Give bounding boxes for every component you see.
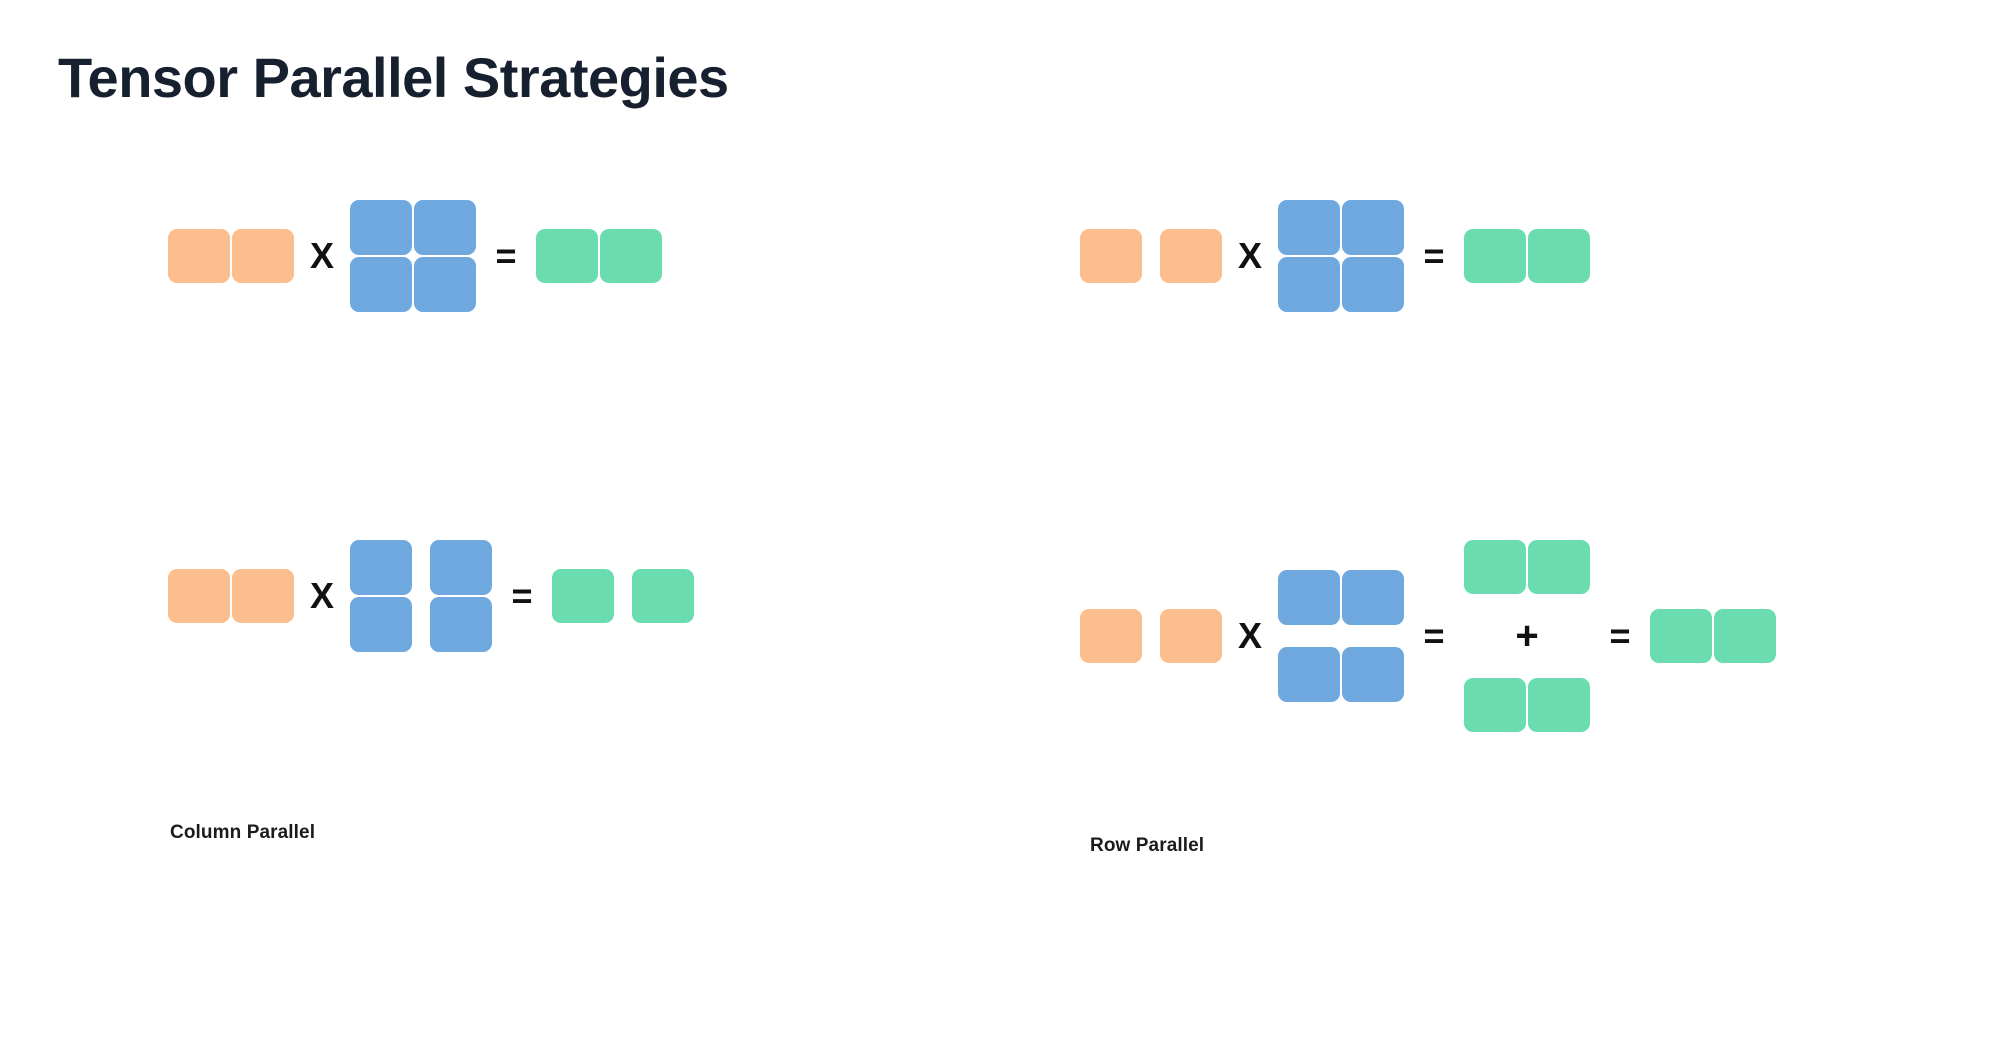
matrix-cell-blue xyxy=(414,200,476,255)
matrix-cell-green xyxy=(1464,678,1526,732)
matrix-cell-green xyxy=(1528,678,1590,732)
weight-matrix-column-sharded xyxy=(350,540,492,652)
matrix-cell-blue xyxy=(1278,200,1340,255)
output-activations-column-sharded xyxy=(552,569,694,623)
equation-row-parallel-sharded: X = xyxy=(1080,540,1776,732)
input-activations-matrix xyxy=(168,569,294,623)
matrix-row xyxy=(168,229,294,283)
matrix-row xyxy=(1464,540,1590,594)
matrix-row xyxy=(350,597,492,652)
matrix-cell-green xyxy=(1650,609,1712,663)
matrix-cell-blue xyxy=(430,540,492,595)
matrix-cell-orange xyxy=(168,229,230,283)
matrix-cell-green xyxy=(536,229,598,283)
equals-operator: = xyxy=(1423,615,1445,656)
matrix-cell-blue xyxy=(1278,647,1340,702)
weight-matrix-row-sharded xyxy=(1278,570,1404,702)
equals-operator: = xyxy=(1423,235,1445,276)
multiply-operator: X xyxy=(309,235,334,276)
matrix-row xyxy=(1278,257,1404,312)
matrix-cell-orange xyxy=(1160,229,1222,283)
equals-operator: = xyxy=(495,235,517,276)
matrix-cell-orange xyxy=(1080,609,1142,663)
page-title: Tensor Parallel Strategies xyxy=(58,46,729,109)
matrix-cell-blue xyxy=(1342,647,1404,702)
matrix-row xyxy=(1080,229,1222,283)
reduced-output-activations xyxy=(1650,609,1776,663)
matrix-cell-green xyxy=(552,569,614,623)
equation-row-parallel-reference: X = xyxy=(1080,200,1590,312)
matrix-cell-blue xyxy=(350,597,412,652)
output-activations-matrix xyxy=(536,229,662,283)
matrix-cell-blue xyxy=(1342,200,1404,255)
equals-operator: = xyxy=(1609,615,1631,656)
matrix-cell-blue xyxy=(1278,257,1340,312)
weight-matrix xyxy=(350,200,476,312)
matrix-cell-green xyxy=(1528,229,1590,283)
partial-output-rank1 xyxy=(1464,678,1590,732)
matrix-row xyxy=(1464,229,1590,283)
matrix-cell-green xyxy=(1528,540,1590,594)
matrix-cell-blue xyxy=(1278,570,1340,625)
matrix-cell-green xyxy=(1714,609,1776,663)
matrix-cell-green xyxy=(600,229,662,283)
multiply-operator: X xyxy=(1237,235,1262,276)
matrix-row xyxy=(350,257,476,312)
input-activations-matrix xyxy=(168,229,294,283)
matrix-cell-blue xyxy=(350,200,412,255)
matrix-cell-blue xyxy=(1342,257,1404,312)
matrix-row xyxy=(350,540,492,595)
matrix-cell-orange xyxy=(232,569,294,623)
weight-matrix xyxy=(1278,200,1404,312)
output-activations-matrix xyxy=(1464,229,1590,283)
matrix-cell-orange xyxy=(1080,229,1142,283)
matrix-cell-blue xyxy=(1342,570,1404,625)
matrix-row xyxy=(552,569,694,623)
matrix-row xyxy=(168,569,294,623)
matrix-cell-blue xyxy=(350,257,412,312)
matrix-cell-blue xyxy=(350,540,412,595)
matrix-cell-orange xyxy=(1160,609,1222,663)
matrix-cell-orange xyxy=(232,229,294,283)
matrix-row xyxy=(1278,200,1404,255)
matrix-row xyxy=(1464,678,1590,732)
caption-row-parallel: Row Parallel xyxy=(1090,835,1205,856)
partial-output-rank0 xyxy=(1464,540,1590,594)
matrix-row xyxy=(350,200,476,255)
equation-column-parallel-reference: X = xyxy=(168,200,662,312)
plus-operator: + xyxy=(1515,614,1539,658)
matrix-row xyxy=(1650,609,1776,663)
matrix-row xyxy=(536,229,662,283)
matrix-row xyxy=(1278,570,1404,625)
matrix-row xyxy=(1278,647,1404,702)
input-activations-column-sharded xyxy=(1080,229,1222,283)
matrix-cell-green xyxy=(1464,229,1526,283)
multiply-operator: X xyxy=(1237,615,1262,656)
matrix-cell-green xyxy=(632,569,694,623)
matrix-cell-orange xyxy=(168,569,230,623)
input-activations-column-sharded xyxy=(1080,609,1222,663)
partial-outputs-group: + xyxy=(1464,540,1590,732)
matrix-cell-green xyxy=(1464,540,1526,594)
multiply-operator: X xyxy=(309,575,334,616)
matrix-cell-blue xyxy=(430,597,492,652)
caption-column-parallel: Column Parallel xyxy=(170,822,316,843)
equals-operator: = xyxy=(511,575,533,616)
matrix-cell-blue xyxy=(414,257,476,312)
matrix-row xyxy=(1080,609,1222,663)
equation-column-parallel-sharded: X = xyxy=(168,540,694,652)
